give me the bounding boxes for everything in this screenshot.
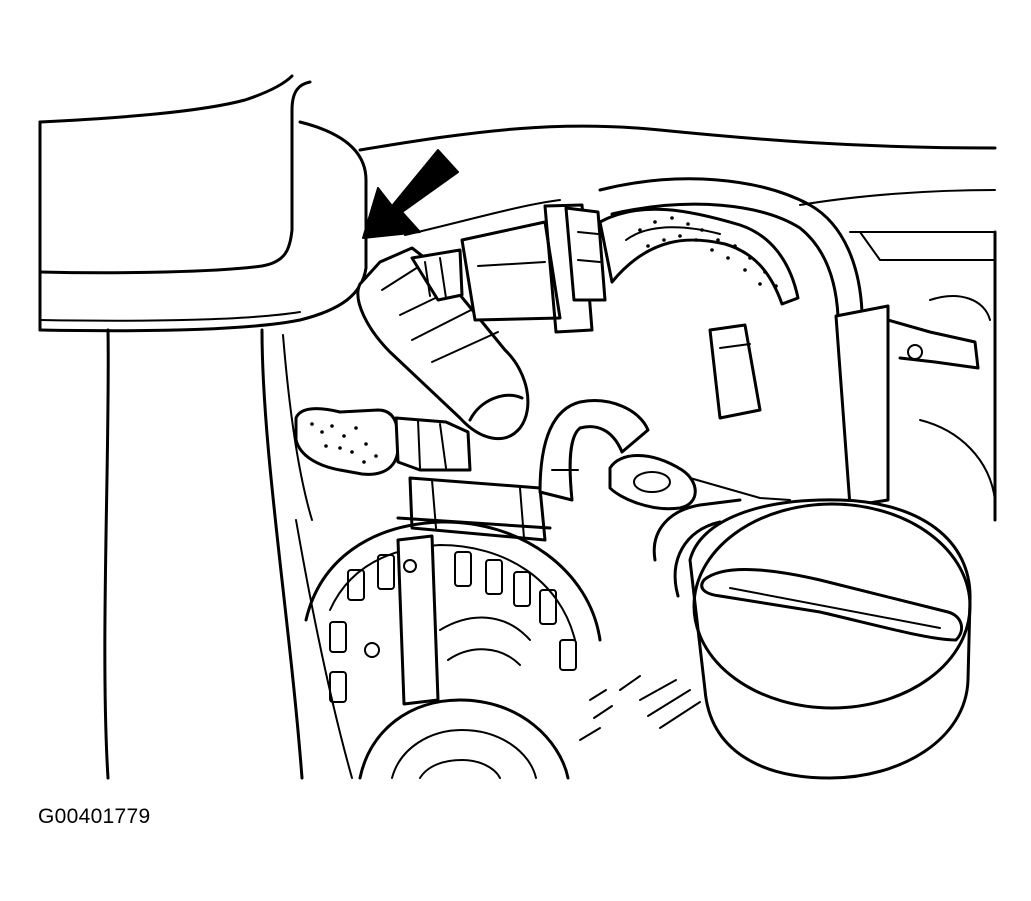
alternator-vents <box>329 551 577 703</box>
hatch-marks <box>579 675 701 741</box>
boot-texture <box>310 422 378 464</box>
sensor-mount <box>396 476 552 542</box>
coolant-tube <box>598 177 890 508</box>
vacuum-hose <box>538 399 650 502</box>
upper-hose <box>410 248 464 302</box>
alternator <box>304 520 602 780</box>
figure-id-label: G00401779 <box>38 805 151 828</box>
callout-arrow-icon <box>362 149 459 239</box>
upper-sensor-body <box>460 203 607 334</box>
wiring-harness <box>598 207 800 306</box>
bracket-edges <box>103 328 353 780</box>
harness-texture <box>638 216 778 288</box>
oil-filler-cap <box>688 498 972 780</box>
right-contour <box>919 230 997 522</box>
firewall-contour <box>358 124 997 261</box>
side-bracket <box>708 318 980 420</box>
ring-clamp <box>608 454 791 511</box>
pcv-valve <box>356 246 530 440</box>
lower-sensor <box>294 407 472 476</box>
engine-cover <box>38 74 368 333</box>
